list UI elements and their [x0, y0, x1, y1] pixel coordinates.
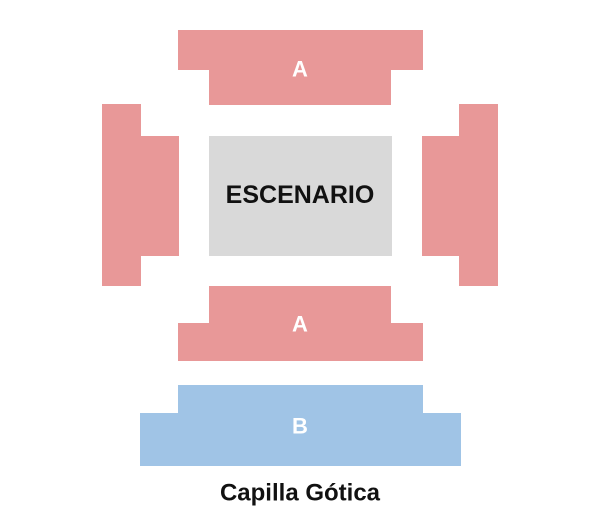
- section-a-bottom-shape[interactable]: [178, 286, 423, 361]
- section-b-rear-label: B: [292, 414, 308, 439]
- stage: ESCENARIO: [209, 136, 392, 256]
- section-a-top-label: A: [292, 57, 308, 82]
- section-a-top[interactable]: A: [178, 30, 423, 105]
- section-a-bottom-label: A: [292, 312, 308, 337]
- stage-label: ESCENARIO: [226, 181, 375, 209]
- stage-area: [209, 136, 392, 256]
- section-a-right-shape[interactable]: [422, 104, 498, 286]
- section-a-right[interactable]: [422, 104, 498, 286]
- section-a-left-shape[interactable]: [102, 104, 179, 286]
- section-b-rear[interactable]: B: [140, 385, 461, 466]
- venue-title: Capilla Gótica: [220, 480, 381, 507]
- section-a-top-shape[interactable]: [178, 30, 423, 105]
- section-a-left[interactable]: [102, 104, 179, 286]
- section-b-rear-shape[interactable]: [140, 385, 461, 466]
- section-a-bottom[interactable]: A: [178, 286, 423, 361]
